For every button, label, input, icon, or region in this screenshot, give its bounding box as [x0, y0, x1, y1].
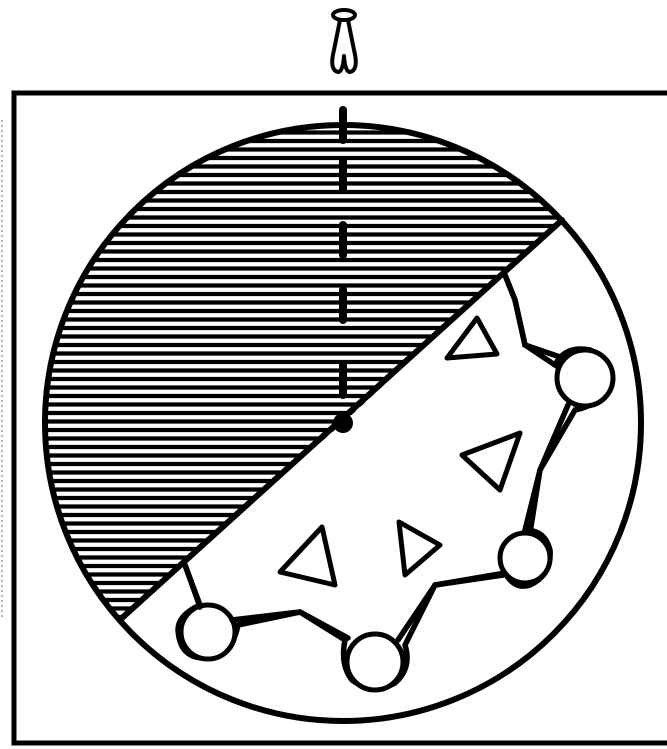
- tripod-icon: [332, 10, 356, 72]
- triangle-arrowhead-icon: [280, 527, 335, 585]
- lobe-left: [181, 605, 235, 659]
- center-pivot-dot: [333, 413, 353, 433]
- triangle-arrowhead-icon: [399, 522, 440, 575]
- lobe-right-lower: [500, 533, 550, 583]
- triangle-arrowhead-icon: [462, 433, 520, 490]
- triangle-arrowhead-icon: [447, 318, 497, 358]
- lobe-bottom: [347, 634, 403, 690]
